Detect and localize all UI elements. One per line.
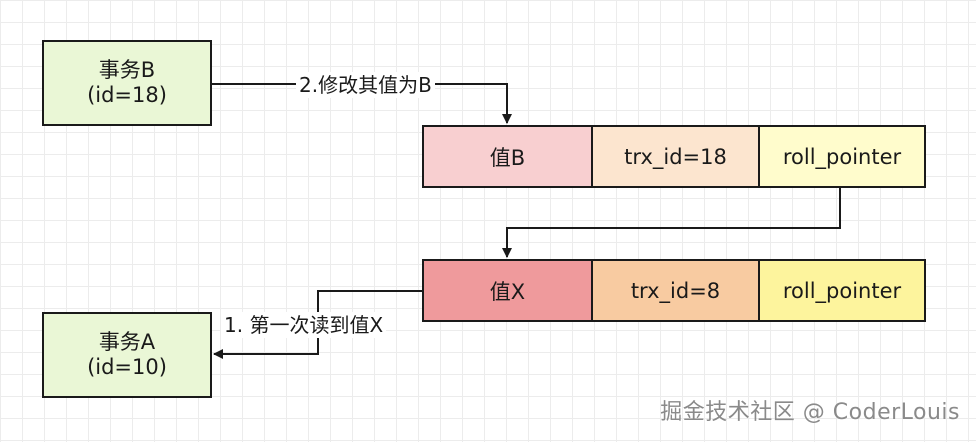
version-x-trx-id-cell: trx_id=8 xyxy=(591,259,760,322)
transaction-b-box: 事务B (id=18) xyxy=(42,40,212,126)
version-b-trx-id-cell: trx_id=18 xyxy=(591,125,760,188)
version-x-value-cell: 值X xyxy=(422,259,593,322)
transaction-b-id: (id=18) xyxy=(87,83,167,107)
modify-edge-label: 2.修改其值为B xyxy=(296,72,435,98)
transaction-a-box: 事务A (id=10) xyxy=(42,312,212,398)
version-x-roll-pointer-cell: roll_pointer xyxy=(758,259,926,322)
version-b-value-cell: 值B xyxy=(422,125,593,188)
transaction-a-id: (id=10) xyxy=(87,355,167,379)
version-b-roll-pointer-cell: roll_pointer xyxy=(758,125,926,188)
roll-pointer-arrow xyxy=(502,188,841,258)
transaction-b-name: 事务B xyxy=(98,57,156,82)
watermark: 掘金技术社区 @ CoderLouis xyxy=(660,400,960,425)
read-edge-label: 1. 第一次读到值X xyxy=(221,312,387,338)
transaction-a-name: 事务A xyxy=(98,329,156,354)
